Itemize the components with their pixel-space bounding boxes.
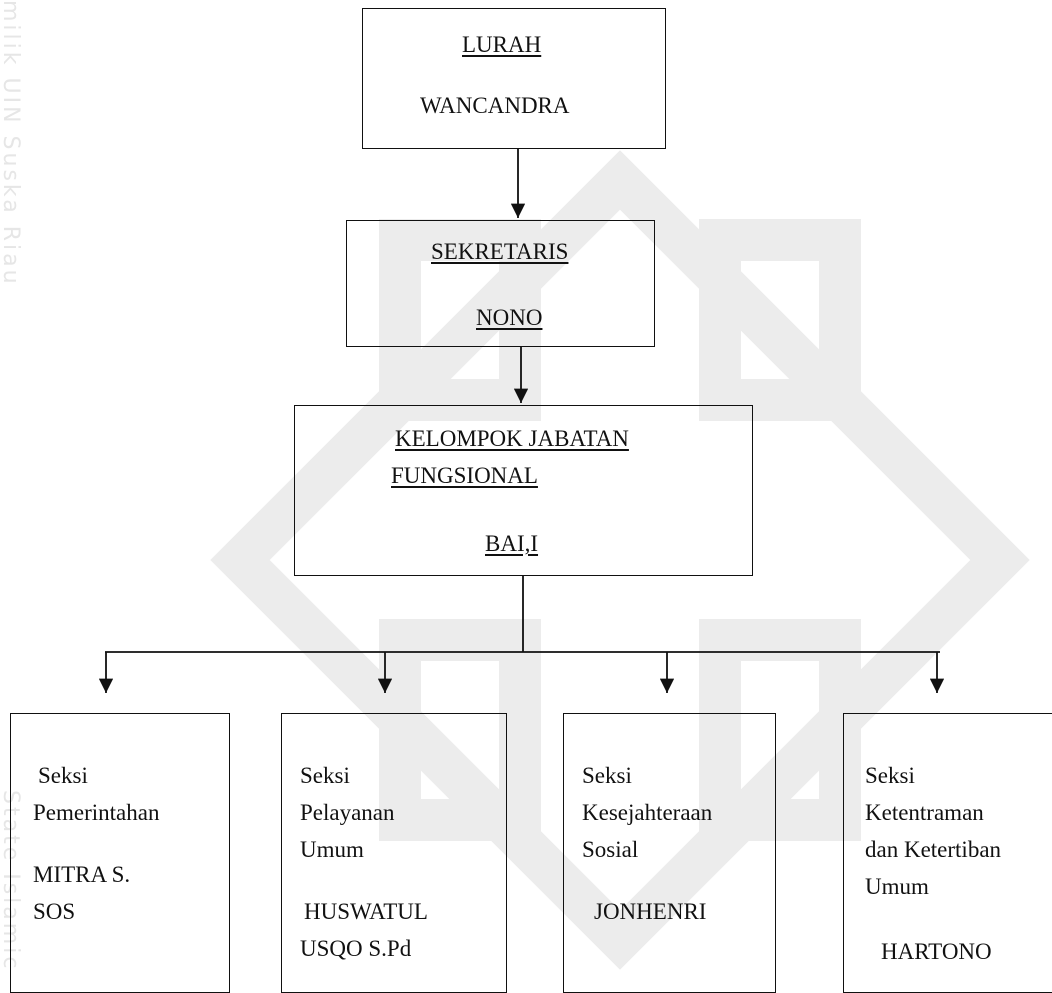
seksi-4-name-1: HARTONO (881, 939, 992, 964)
lurah-name: WANCANDRA (420, 93, 570, 118)
kelompok-title-line1: KELOMPOK JABATAN (395, 426, 629, 451)
seksi-1-name-1: MITRA S. (33, 862, 131, 887)
watermark-side-text-bottom: State Islamic (0, 790, 23, 972)
seksi-1-line-1: Seksi (38, 763, 88, 788)
lurah-box (362, 8, 666, 149)
sekretaris-title: SEKRETARIS (431, 239, 569, 264)
seksi-4-line-3: dan Ketertiban (865, 837, 1002, 862)
seksi-4-line-2: Ketentraman (865, 800, 984, 825)
seksi-2-name-1: HUSWATUL (304, 899, 428, 924)
seksi-2-line-2: Pelayanan (300, 800, 395, 825)
seksi-3-line-3: Sosial (582, 837, 639, 862)
seksi-1-line-2: Pemerintahan (33, 800, 160, 825)
seksi-2-name-2: USQO S.Pd (300, 936, 412, 961)
seksi-1-name-2: SOS (33, 899, 76, 924)
lurah-title: LURAH (462, 32, 542, 57)
watermark-side-text-top: milik UIN Suska Riau (0, 0, 23, 287)
seksi-4-line-4: Umum (865, 874, 929, 899)
sekretaris-box (346, 220, 655, 347)
seksi-4-line-1: Seksi (865, 763, 915, 788)
kelompok-name: BAI,I (485, 531, 539, 556)
seksi-3-name-1: JONHENRI (594, 899, 707, 924)
seksi-2-line-3: Umum (300, 837, 364, 862)
seksi-2-line-1: Seksi (300, 763, 350, 788)
seksi-3-line-1: Seksi (582, 763, 632, 788)
sekretaris-name: NONO (476, 305, 543, 330)
kelompok-box (294, 405, 753, 576)
seksi-3-line-2: Kesejahteraan (582, 800, 713, 825)
seksi-box-1 (10, 713, 230, 993)
kelompok-title-line2: FUNGSIONAL (391, 463, 538, 488)
